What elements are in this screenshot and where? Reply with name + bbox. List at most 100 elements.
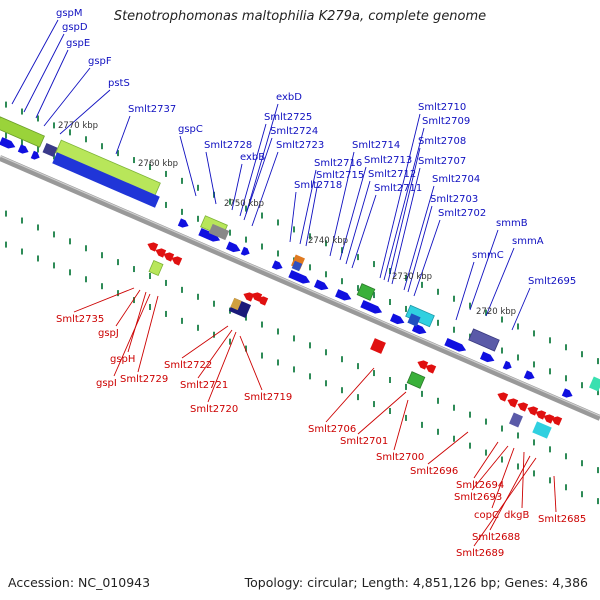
forward-gene-label: gspE <box>66 38 90 49</box>
forward-callout-line <box>115 115 131 155</box>
tick-mark <box>309 264 311 271</box>
tick-mark <box>229 229 231 236</box>
reverse-feature-block-body <box>509 412 523 428</box>
forward-callout-line <box>11 19 59 105</box>
tick-mark <box>53 122 55 129</box>
tick-mark <box>485 309 487 316</box>
tick-mark <box>485 418 487 425</box>
tick-mark <box>565 375 567 382</box>
tick-mark <box>165 279 167 286</box>
tick-mark <box>373 370 375 377</box>
tick-mark <box>101 143 103 150</box>
forward-feature-block-body <box>407 313 421 327</box>
reverse-feature-block <box>148 259 164 277</box>
tick-mark <box>437 428 439 435</box>
tick-mark <box>597 498 599 505</box>
tick-mark <box>21 108 23 115</box>
tick-mark <box>197 184 199 191</box>
tick-mark <box>181 208 183 215</box>
reverse-gene-arrow-shape <box>551 416 563 426</box>
callout-layer <box>11 19 557 547</box>
forward-gene-arrow <box>502 360 512 370</box>
forward-feature-block <box>468 328 500 352</box>
tick-mark <box>469 442 471 449</box>
reverse-gene-arrow-shape <box>517 402 529 412</box>
tick-mark <box>485 449 487 456</box>
tick-mark <box>325 271 327 278</box>
tick-mark <box>5 210 7 217</box>
tick-mark <box>21 139 23 146</box>
reverse-gene-label: copC <box>474 510 499 521</box>
tick-mark <box>437 397 439 404</box>
tick-mark <box>501 456 503 463</box>
tick-mark <box>181 177 183 184</box>
kbp-tick-label: 2750 kbp <box>224 199 264 209</box>
forward-feature-block-body <box>356 283 376 301</box>
tick-mark <box>277 328 279 335</box>
tick-mark <box>69 129 71 136</box>
tick-mark <box>261 212 263 219</box>
forward-gene-arrow <box>360 299 383 314</box>
forward-gene-label: exbD <box>276 92 302 103</box>
forward-gene-arrow-shape <box>561 388 573 398</box>
reverse-gene-arrow <box>417 360 429 370</box>
reverse-gene-arrow-shape <box>171 256 183 266</box>
tick-mark <box>421 421 423 428</box>
reverse-gene-label: Smlt2719 <box>244 392 292 403</box>
tick-mark <box>197 293 199 300</box>
tick-mark <box>149 164 151 170</box>
tick-mark <box>101 252 103 259</box>
tick-mark <box>517 354 519 361</box>
reverse-gene-arrow <box>551 416 563 426</box>
forward-gene-arrow-shape <box>0 137 16 149</box>
reverse-callout-line <box>473 441 499 479</box>
reverse-gene-label: Smlt2722 <box>164 360 212 371</box>
forward-callout-line <box>289 191 297 243</box>
forward-gene-arrow-shape <box>502 360 512 370</box>
forward-feature-block <box>407 313 421 327</box>
reverse-callout-line <box>115 289 141 327</box>
kbp-tick-label: 2770 kbp <box>58 121 98 131</box>
forward-feature-block-body <box>291 260 303 272</box>
reverse-gene-arrow-shape <box>543 414 555 424</box>
reverse-callout-line <box>553 475 557 513</box>
forward-gene-label: pstS <box>108 78 130 89</box>
tick-mark <box>549 446 551 453</box>
forward-feature-block-body <box>42 143 58 157</box>
reverse-callout-line <box>207 331 237 403</box>
forward-gene-arrow <box>479 351 495 363</box>
tick-mark <box>453 435 455 442</box>
tick-mark <box>517 432 519 439</box>
tick-mark <box>181 286 183 293</box>
reverse-gene-label: Smlt2700 <box>376 452 424 463</box>
forward-callout-line <box>511 287 531 331</box>
forward-callout-line <box>35 49 69 119</box>
tick-mark <box>437 319 439 326</box>
forward-gene-label: Smlt2728 <box>204 140 252 151</box>
tick-mark <box>421 390 423 397</box>
reverse-callout-line <box>113 293 151 377</box>
tick-mark <box>277 250 279 257</box>
forward-callout-line <box>351 194 377 269</box>
tick-mark <box>453 326 455 333</box>
reverse-gene-arrow-shape <box>497 392 509 402</box>
forward-callout-line <box>469 229 499 311</box>
tick-mark <box>229 198 231 205</box>
forward-gene-label: Smlt2707 <box>418 156 466 167</box>
forward-gene-arrow-shape <box>523 370 535 380</box>
reverse-gene-label: dkgB <box>504 510 529 521</box>
tick-mark <box>309 233 311 240</box>
tick-mark <box>501 347 503 354</box>
tick-mark <box>245 345 247 352</box>
tick-mark <box>5 101 7 108</box>
accession-text: Accession: NC_010943 <box>8 575 151 590</box>
tick-mark <box>565 484 567 491</box>
forward-gene-arrow-shape <box>444 337 467 352</box>
forward-gene-label: Smlt2702 <box>438 208 486 219</box>
forward-gene-arrow <box>313 279 329 291</box>
tick-mark <box>133 297 135 304</box>
forward-gene-label: Smlt2715 <box>316 170 364 181</box>
forward-feature-block-body <box>208 223 230 241</box>
forward-gene-label: Smlt2704 <box>432 174 480 185</box>
reverse-gene-label: gspH <box>110 354 135 365</box>
